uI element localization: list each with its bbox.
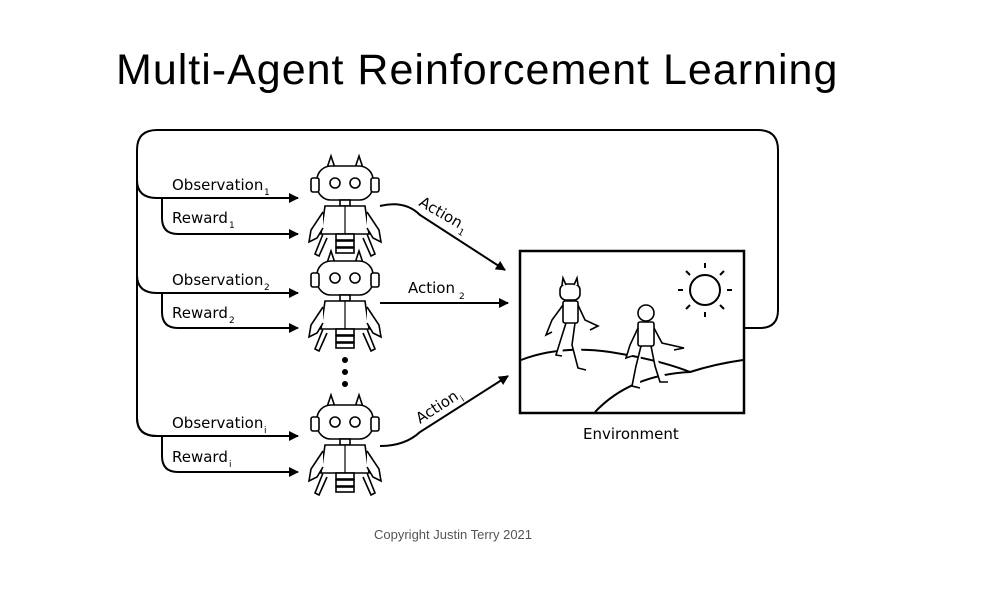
observation-label-2: Observation 2 xyxy=(172,271,270,293)
reward-label-i: Reward i xyxy=(172,448,232,470)
svg-text:1: 1 xyxy=(456,227,466,239)
svg-text:Reward: Reward xyxy=(172,448,228,466)
reward-label-1: Reward 1 xyxy=(172,209,235,231)
action-arrow-i xyxy=(379,375,509,447)
action-arrow-1 xyxy=(379,203,506,271)
svg-text:i: i xyxy=(229,460,232,470)
svg-text:Action: Action xyxy=(416,193,466,232)
environment-robot-icon-2 xyxy=(624,304,685,389)
svg-text:Observation: Observation xyxy=(172,176,263,194)
action-label-2: Action 2 xyxy=(408,279,465,302)
svg-text:Observation: Observation xyxy=(172,271,263,289)
svg-text:Action: Action xyxy=(408,279,455,297)
slide-title: Multi-Agent Reinforcement Learning xyxy=(116,46,839,94)
svg-text:Reward: Reward xyxy=(172,304,228,322)
svg-text:2: 2 xyxy=(264,283,270,293)
svg-text:2: 2 xyxy=(229,316,235,326)
svg-text:1: 1 xyxy=(229,221,235,231)
svg-text:i: i xyxy=(459,395,467,405)
agent-robot-icon-2 xyxy=(308,250,382,352)
svg-text:Reward: Reward xyxy=(172,209,228,227)
observation-label-1: Observation 1 xyxy=(172,176,270,198)
copyright-credit: Copyright Justin Terry 2021 xyxy=(374,527,533,542)
svg-text:i: i xyxy=(264,426,267,436)
svg-text:Observation: Observation xyxy=(172,414,263,432)
observation-label-i: Observation i xyxy=(172,414,267,436)
environment-label: Environment xyxy=(583,425,679,443)
agent-robot-icon-1 xyxy=(308,155,382,257)
environment-robot-icon-1 xyxy=(544,275,600,371)
sun-icon xyxy=(678,263,732,317)
svg-text:2: 2 xyxy=(459,292,465,302)
environment-box xyxy=(518,249,746,415)
agent-robot-icon-i xyxy=(308,394,382,496)
reward-label-2: Reward 2 xyxy=(172,304,235,326)
more-agents-ellipsis xyxy=(342,357,348,387)
svg-text:1: 1 xyxy=(264,188,270,198)
